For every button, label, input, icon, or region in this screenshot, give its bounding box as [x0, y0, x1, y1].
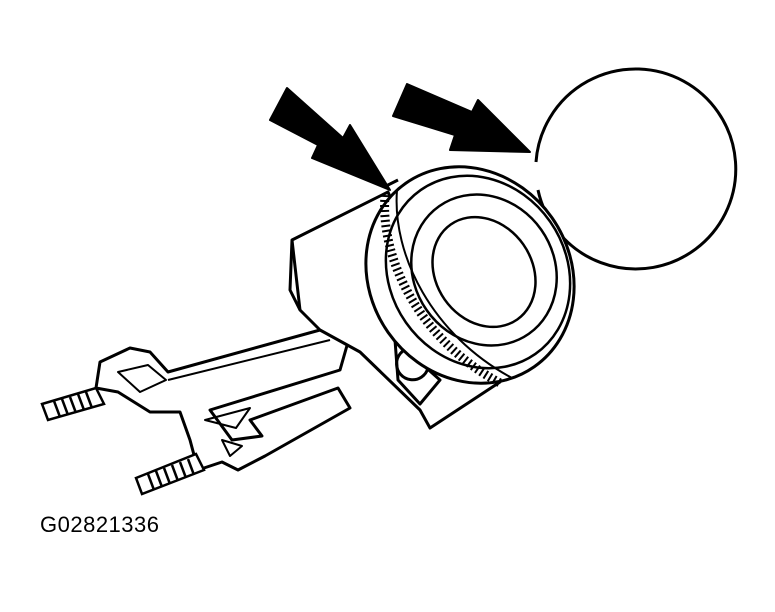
- figure-id-label: G02821336: [40, 512, 160, 537]
- pointer-arrow-right: [392, 83, 531, 153]
- rod-bolt-lower: [134, 452, 206, 496]
- rod-bolt-upper: [40, 386, 106, 422]
- ring-gap-mark: [385, 178, 399, 188]
- pointer-arrow-left: [269, 87, 391, 191]
- piston-crown: [364, 165, 576, 385]
- connecting-rod: [94, 328, 352, 472]
- piston-ring-band: [380, 189, 513, 387]
- detail-circle: [534, 67, 738, 271]
